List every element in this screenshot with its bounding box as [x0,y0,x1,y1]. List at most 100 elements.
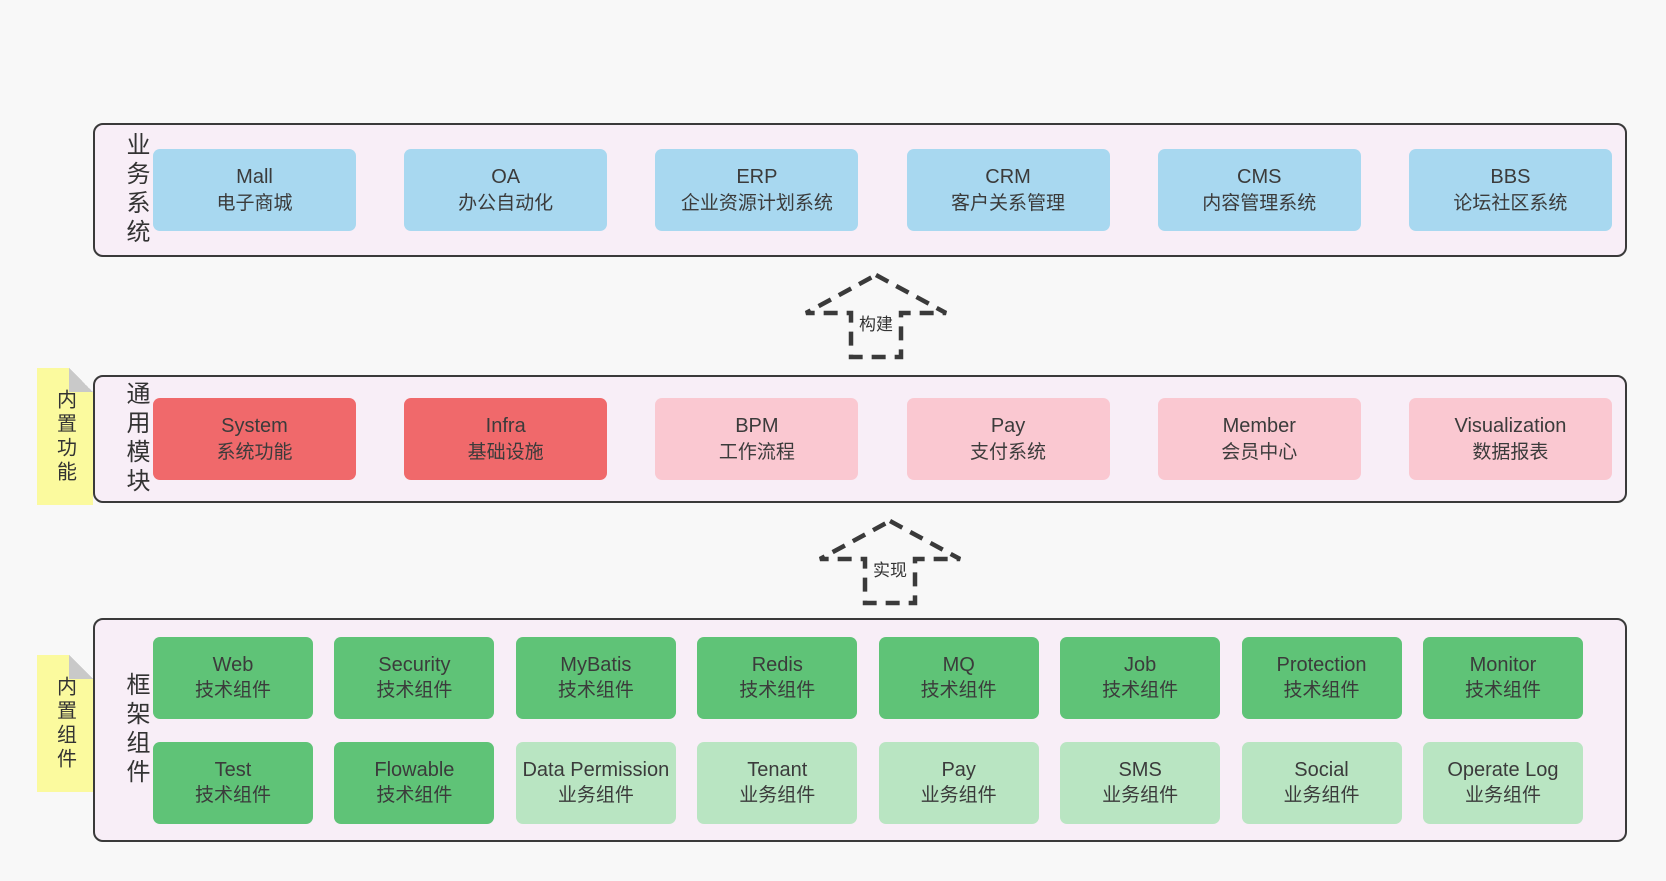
box-title: Security [378,653,451,676]
box-mq: MQ 技术组件 [878,636,1039,719]
box-visualization: Visualization 数据报表 [1408,398,1612,480]
box-subtitle: 技术组件 [376,680,453,702]
box-erp: ERP 企业资源计划系统 [655,149,859,231]
box-tenant: Tenant 业务组件 [697,741,858,824]
box-title: Mall [236,166,273,189]
box-crm: CRM 客户关系管理 [906,149,1110,231]
box-title: ERP [736,166,778,189]
box-title: System [221,415,288,438]
box-title: BBS [1490,166,1531,189]
box-title: OA [491,166,521,189]
box-title: Visualization [1454,415,1567,438]
box-subtitle: 技术组件 [1102,680,1179,702]
box-job: Job 技术组件 [1060,636,1221,719]
box-title: Test [214,758,252,781]
box-system: System 系统功能 [153,398,356,480]
box-subtitle: 电子商城 [216,192,293,214]
box-title: MQ [942,653,975,676]
layer-label-business: 业务系统 [122,132,149,248]
box-sms: SMS 业务组件 [1060,741,1221,824]
box-title: CRM [985,166,1031,189]
box-title: BPM [735,415,779,438]
box-subtitle: 技术组件 [194,680,271,702]
box-subtitle: 技术组件 [920,680,997,702]
box-title: Social [1294,758,1349,781]
arrow-build: 构建 [801,271,951,361]
box-title: Tenant [747,758,808,781]
box-subtitle: 技术组件 [557,680,634,702]
box-subtitle: 支付系统 [970,441,1047,463]
box-monitor: Monitor 技术组件 [1422,636,1583,719]
box-title: Operate Log [1447,758,1559,781]
box-test: Test 技术组件 [153,741,313,824]
box-subtitle: 技术组件 [1464,680,1541,702]
box-subtitle: 基础设施 [467,441,544,463]
box-subtitle: 办公自动化 [458,192,554,214]
box-oa: OA 办公自动化 [404,149,608,231]
box-title: Protection [1276,653,1367,676]
arrow-build-label: 构建 [859,315,893,334]
box-subtitle: 技术组件 [1283,680,1360,702]
box-subtitle: 客户关系管理 [951,192,1066,214]
layer-label-components: 框架组件 [122,672,149,788]
box-social: Social 业务组件 [1241,741,1402,824]
box-bpm: BPM 工作流程 [655,398,859,480]
box-title: Member [1222,415,1296,438]
box-title: Pay [990,415,1026,438]
box-title: Monitor [1469,653,1537,676]
box-flowable: Flowable 技术组件 [334,741,495,824]
box-member: Member 会员中心 [1157,398,1361,480]
layer-label-modules: 通用模块 [122,381,149,497]
box-operate-log: Operate Log 业务组件 [1422,741,1583,824]
layer-common-modules: 通用模块 System 系统功能 Infra 基础设施 BPM 工作流程 Pay 支付系统 Me… [93,375,1627,503]
box-subtitle: 业务组件 [1464,785,1541,807]
box-title: CMS [1237,166,1282,189]
box-security: Security 技术组件 [334,636,495,719]
box-subtitle: 会员中心 [1221,441,1298,463]
box-pay: Pay 业务组件 [878,741,1039,824]
box-title: Data Permission [522,758,670,781]
folded-corner-icon [69,368,93,392]
box-mall: Mall 电子商城 [153,149,356,231]
box-subtitle: 技术组件 [194,785,271,807]
box-title: Flowable [374,758,455,781]
box-subtitle: 业务组件 [739,785,816,807]
box-subtitle: 业务组件 [1283,785,1360,807]
box-subtitle: 系统功能 [216,441,293,463]
box-subtitle: 技术组件 [376,785,453,807]
box-pay: Pay 支付系统 [906,398,1110,480]
box-subtitle: 数据报表 [1472,441,1549,463]
arrow-implement-label: 实现 [873,561,907,580]
sticky-note-text: 内置功能 [53,388,76,485]
box-subtitle: 企业资源计划系统 [680,192,833,214]
sticky-note-built-in-components: 内置组件 [37,655,93,792]
arrow-implement: 实现 [815,517,965,607]
module-boxes: System 系统功能 Infra 基础设施 BPM 工作流程 Pay 支付系统 Member 会… [153,398,1625,480]
folded-corner-icon [69,655,93,679]
box-mybatis: MyBatis 技术组件 [515,636,676,719]
layer-business-systems: 业务系统 Mall 电子商城 OA 办公自动化 ERP 企业资源计划系统 CRM 客户关系管理… [93,123,1627,257]
sticky-note-text: 内置组件 [53,675,76,772]
box-title: SMS [1118,758,1162,781]
box-protection: Protection 技术组件 [1241,636,1402,719]
box-subtitle: 业务组件 [1102,785,1179,807]
box-subtitle: 工作流程 [718,441,795,463]
box-subtitle: 技术组件 [739,680,816,702]
box-title: Redis [751,653,803,676]
box-title: Infra [485,415,526,438]
box-title: MyBatis [560,653,632,676]
box-subtitle: 业务组件 [920,785,997,807]
box-subtitle: 论坛社区系统 [1453,192,1568,214]
box-title: Pay [941,758,976,781]
box-infra: Infra 基础设施 [404,398,608,480]
box-title: Job [1123,653,1157,676]
dashed-up-arrow-icon [804,272,948,360]
box-redis: Redis 技术组件 [697,636,858,719]
